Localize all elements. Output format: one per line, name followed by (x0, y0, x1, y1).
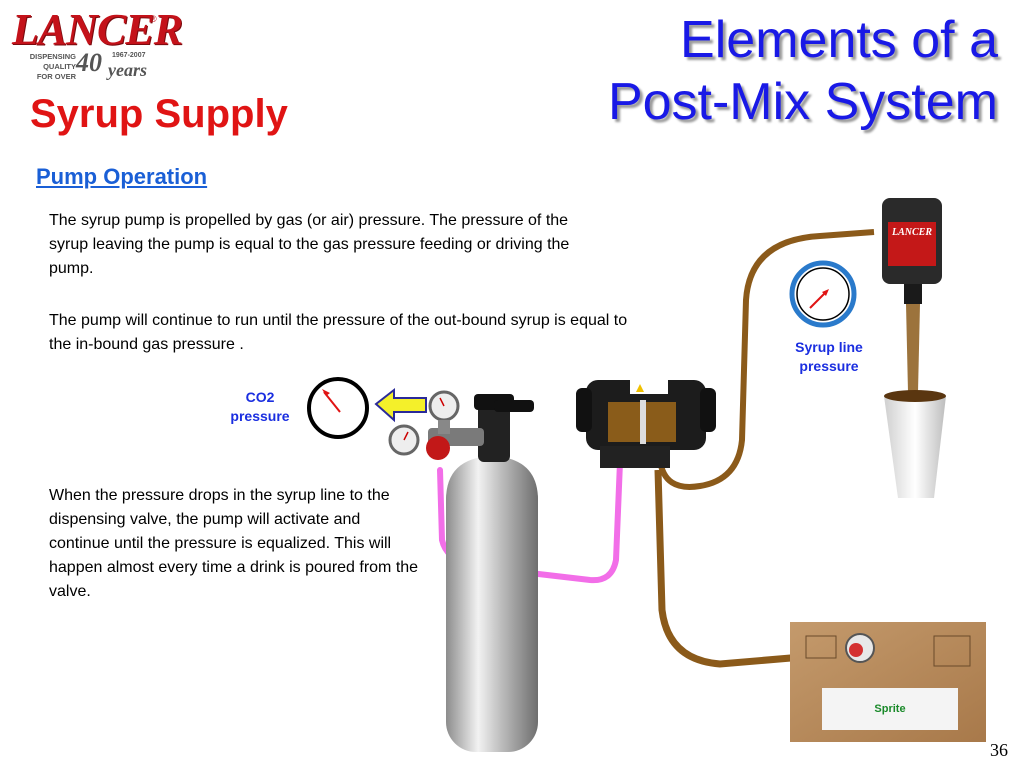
paragraph-3: When the pressure drops in the syrup lin… (49, 487, 419, 600)
slide-subtitle: Syrup Supply (30, 92, 288, 136)
co2-pressure-gauge-icon (307, 377, 369, 439)
bag-brand-label: Sprite (874, 703, 905, 715)
logo-years-word: years (108, 60, 147, 80)
syrup-line-out (657, 229, 875, 490)
syrup-line-in (654, 469, 839, 668)
dispenser-brand-label: LANCER (891, 227, 932, 238)
co2-label-line1: CO2 (245, 389, 275, 405)
syrup-label-line2: pressure (799, 358, 859, 374)
co2-label-line2: pressure (230, 408, 290, 424)
bag-in-box: Sprite (790, 622, 986, 742)
logo-years-number: 40 (76, 48, 102, 77)
logo-tagline-line1: DISPENSING QUALITY (29, 52, 76, 71)
logo-brand: LANCER (12, 5, 183, 54)
co2-cylinder (446, 394, 538, 752)
regulator (388, 390, 484, 460)
lancer-logo: LANCER ® DISPENSING QUALITY FOR OVER 196… (4, 4, 183, 82)
arrow-left-icon (374, 387, 427, 423)
logo-registered-mark: ® (150, 14, 157, 24)
syrup-label-line1: Syrup line (795, 339, 863, 355)
logo-tagline-line2: FOR OVER (36, 72, 76, 81)
paragraph-2: The pump will continue to run until the … (49, 312, 628, 353)
logo-year-range: 1967-2007 (112, 52, 146, 59)
syrup-pump (576, 380, 716, 468)
co2-pressure-label: CO2 pressure (220, 388, 300, 426)
dispensing-valve: LANCER (882, 198, 942, 392)
syrup-pressure-label: Syrup line pressure (776, 338, 882, 376)
syrup-pressure-gauge-icon (789, 260, 857, 328)
paragraph-1: The syrup pump is propelled by gas (or a… (49, 212, 570, 277)
cup (884, 390, 946, 498)
slide-title-line1: Elements of a (680, 11, 998, 69)
section-heading-link[interactable]: Pump Operation (36, 164, 208, 189)
logo-tagline: DISPENSING QUALITY FOR OVER (6, 52, 76, 82)
page-number: 36 (990, 740, 1008, 760)
slide-title-line2: Post-Mix System (607, 73, 998, 131)
